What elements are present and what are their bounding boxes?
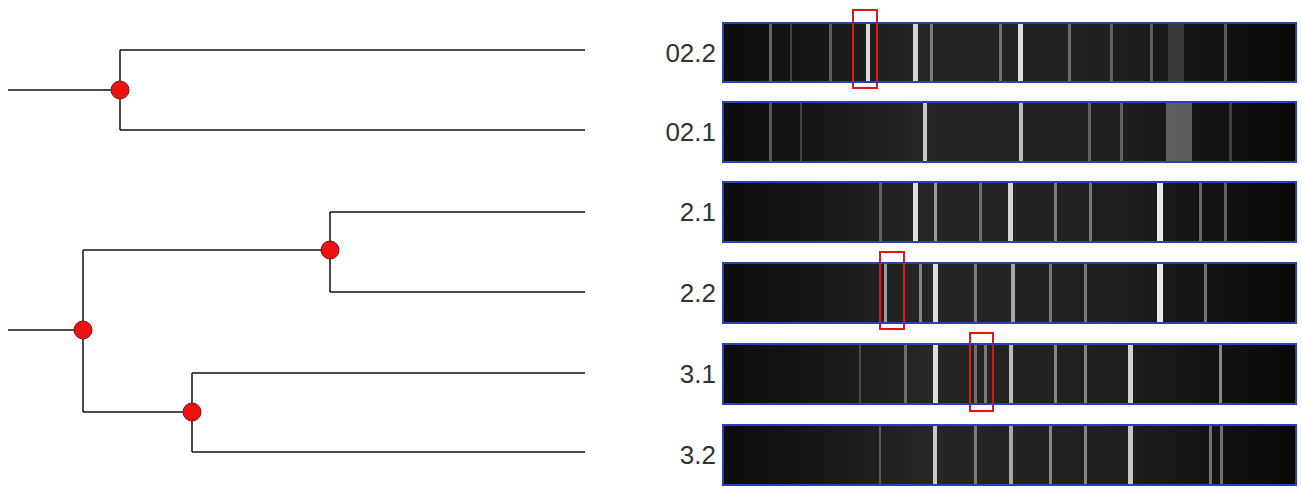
gel-bands	[879, 424, 1223, 486]
gel-bands	[859, 343, 1222, 405]
lane-label: 3.2	[680, 442, 716, 468]
lane-label: 02.2	[665, 40, 716, 66]
highlight-boxes	[853, 10, 993, 411]
branch-node-dots	[74, 81, 339, 421]
gel-lane-grounds	[722, 22, 1297, 486]
gel-lane: 2.1	[722, 181, 1297, 243]
lane-label: 3.1	[680, 361, 716, 387]
gel-bands	[769, 101, 1232, 163]
dendrogram-branches	[8, 50, 585, 452]
gel-bands	[879, 181, 1227, 243]
lane-label: 2.2	[680, 280, 716, 306]
gel-lane: 02.2	[722, 22, 1297, 83]
gel-lane: 3.1	[722, 343, 1297, 405]
lane-label: 02.1	[665, 119, 716, 145]
lane-label: 2.1	[680, 199, 716, 225]
gel-bands	[884, 262, 1207, 324]
gel-lane: 3.2	[722, 424, 1297, 486]
gel-bands	[769, 22, 1227, 83]
gel-lane: 2.2	[722, 262, 1297, 324]
gel-lane: 02.1	[722, 101, 1297, 163]
